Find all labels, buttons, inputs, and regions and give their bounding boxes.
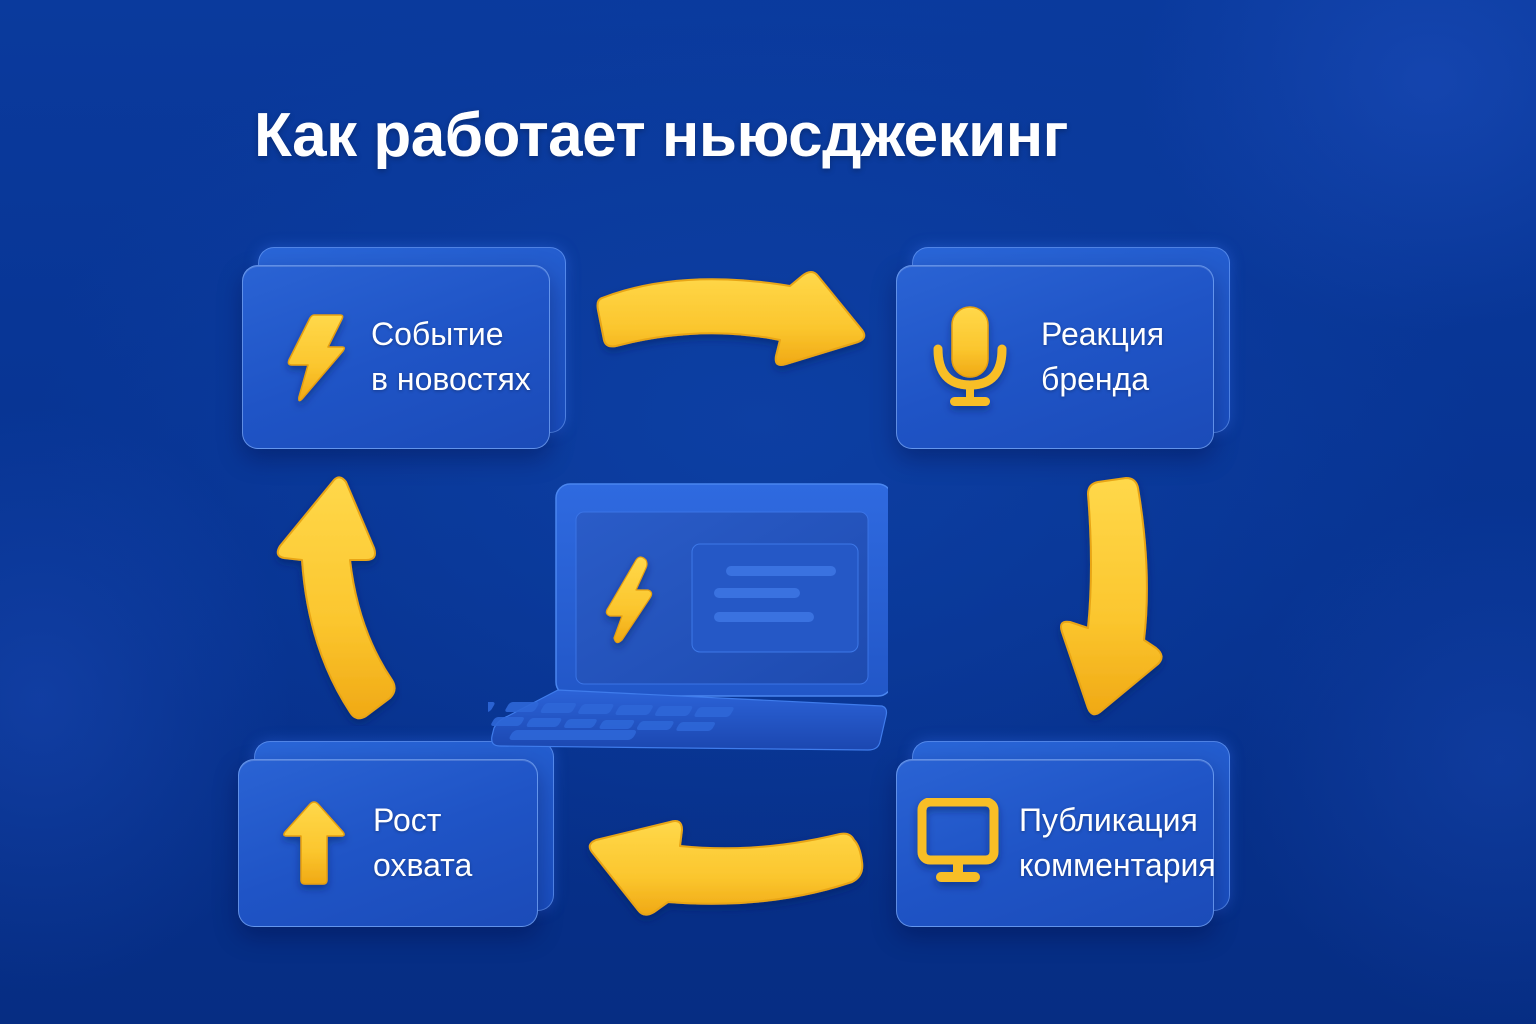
microphone-icon [925, 305, 1015, 409]
step-label-line1: Рост [373, 802, 442, 838]
step-label-line1: Реакция [1041, 316, 1165, 352]
card-face: Публикация комментария [896, 759, 1216, 927]
card-face: Событие в новостях [242, 265, 550, 449]
keyboard [488, 702, 734, 740]
step-card-reaction: Реакция бренда [896, 247, 1230, 449]
flow-arrow-right-icon [596, 271, 866, 366]
step-label-line1: Событие [371, 316, 504, 352]
card-face: Рост охвата [238, 759, 538, 927]
monitor-icon [913, 798, 1003, 888]
step-label-line2: бренда [1041, 361, 1150, 397]
lightning-icon [271, 311, 361, 403]
step-label: Событие в новостях [371, 312, 531, 402]
step-card-reach: Рост охвата [238, 741, 554, 927]
flow-arrow-down-icon [1060, 477, 1163, 716]
laptop-illustration [488, 483, 888, 751]
card-face: Реакция бренда [896, 265, 1214, 449]
step-label-line2: охвата [373, 847, 473, 883]
step-label: Реакция бренда [1041, 312, 1164, 402]
step-card-event: Событие в новостях [242, 247, 566, 449]
diagram-title: Как работает ньюсджекинг [254, 101, 1068, 170]
flow-arrow-left-icon [588, 820, 864, 916]
step-label: Публикация комментария [1019, 798, 1216, 888]
step-card-publish: Публикация комментария [896, 741, 1230, 927]
step-label: Рост охвата [373, 798, 472, 888]
arrow-up-icon [269, 800, 359, 886]
step-label-line2: комментария [1019, 847, 1216, 883]
step-label-line1: Публикация [1019, 802, 1198, 838]
flow-arrow-up-icon [276, 476, 396, 720]
lightning-icon [605, 556, 653, 644]
step-label-line2: в новостях [371, 361, 531, 397]
